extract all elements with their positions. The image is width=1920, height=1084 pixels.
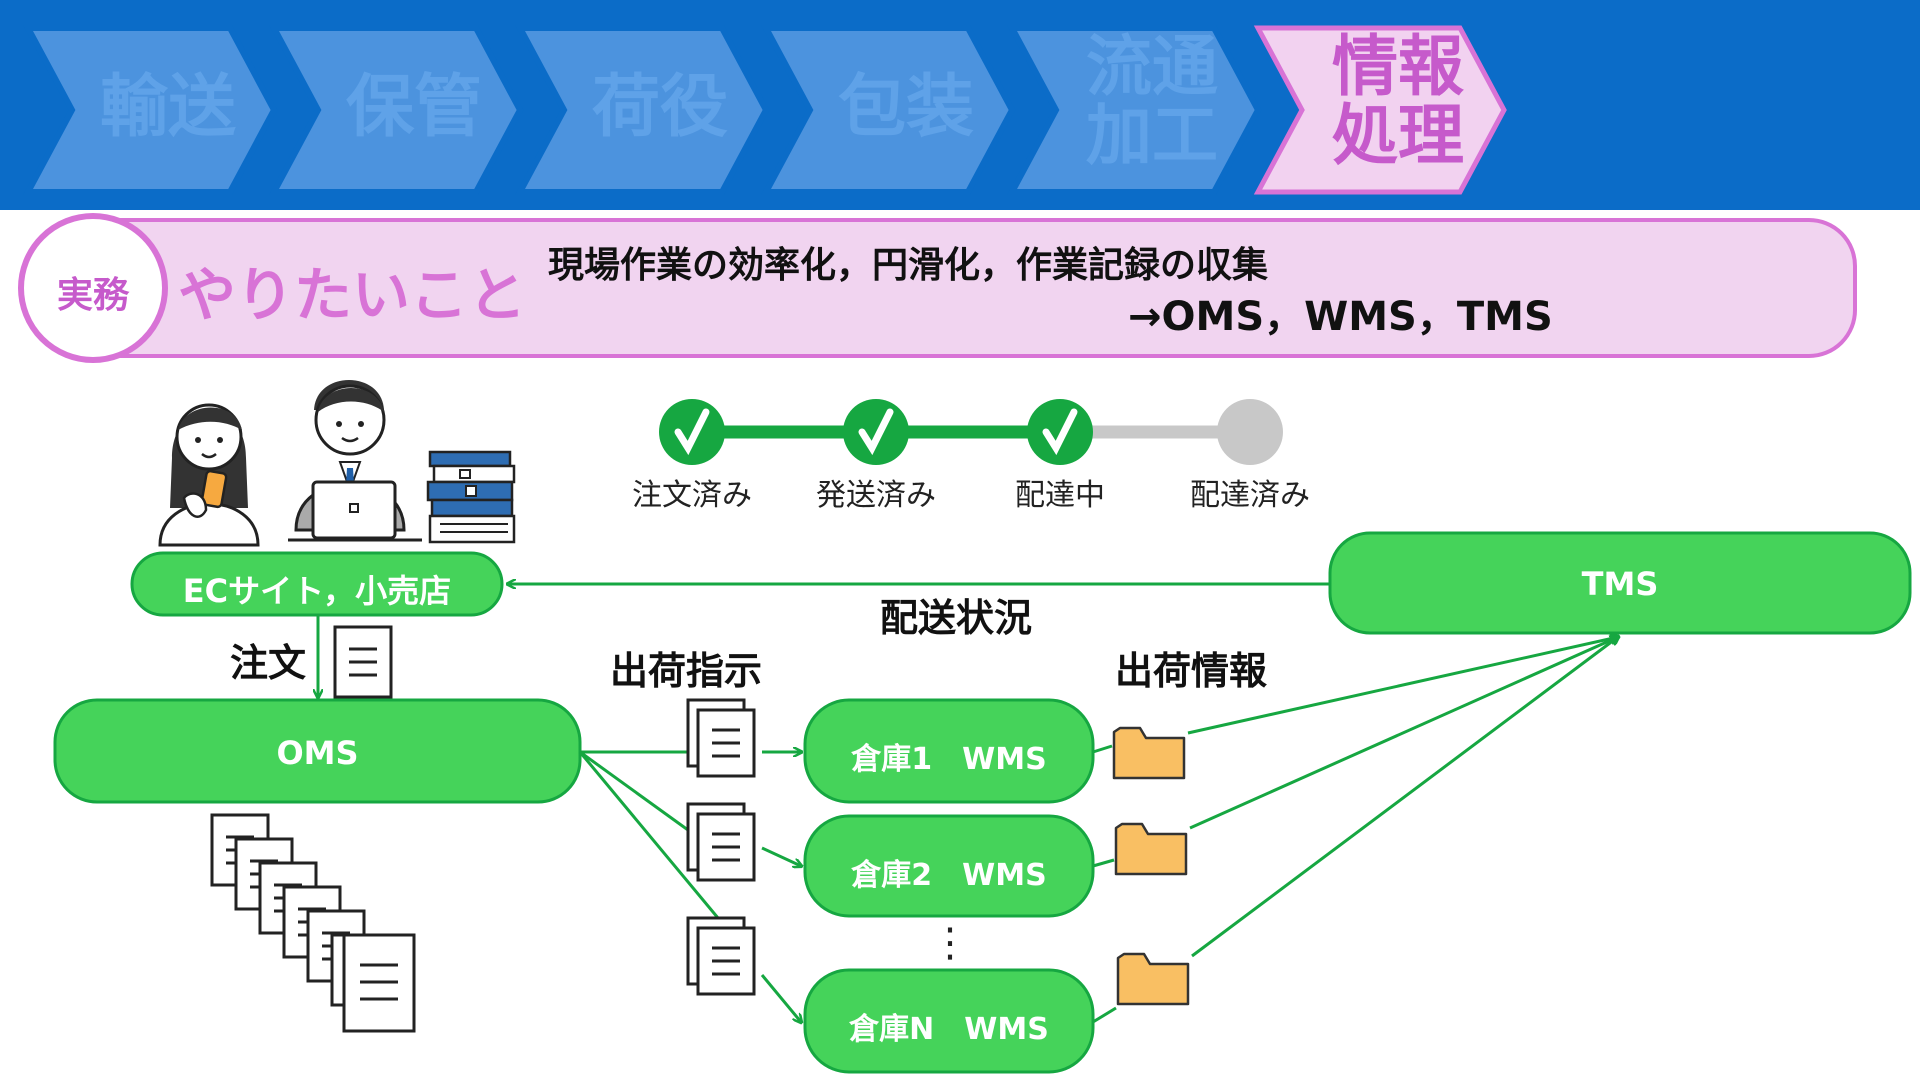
- wms2-to-folder2: [1092, 858, 1115, 868]
- office-worker-with-laptop-icon: [288, 380, 422, 542]
- instruction-document-icon: [686, 698, 756, 778]
- status-label: 発送済み: [816, 478, 936, 513]
- oms-to-doc2: [579, 750, 689, 832]
- wmsn-label: 倉庫N WMS: [849, 1012, 1049, 1047]
- process-step-label: 包装: [837, 68, 974, 147]
- binders-icon: [426, 450, 516, 544]
- badge-circle: [18, 213, 168, 363]
- process-step-chevron: [514, 25, 770, 195]
- process-step-label: 輸送: [99, 68, 236, 147]
- doc3-to-wmsn: [760, 974, 801, 1022]
- instruction-document-icon: [686, 916, 756, 996]
- oms-to-doc3: [578, 751, 720, 919]
- instruction-document-icon: [686, 802, 756, 882]
- folder-icon: [1116, 952, 1190, 1006]
- banner-title: やりたいこと: [178, 261, 527, 329]
- shipping-info-label: 出荷情報: [1115, 649, 1268, 693]
- tms-label: TMS: [1581, 565, 1659, 603]
- document-stack-icon: [210, 813, 416, 1033]
- ec-site-label: ECサイト，小売店: [182, 572, 452, 610]
- status-label: 配達中: [1015, 478, 1105, 513]
- wms1-label: 倉庫1 WMS: [851, 742, 1047, 777]
- folder-icon: [1114, 822, 1188, 876]
- practice-badge: 実務: [56, 275, 129, 316]
- wms1-to-folder1: [1092, 744, 1113, 754]
- order-label: 注文: [230, 641, 307, 685]
- folder1-to-tms: [1187, 637, 1618, 735]
- process-step-chevron: [268, 25, 524, 195]
- folder2-to-tms: [1189, 637, 1618, 830]
- status-dot: [843, 399, 909, 465]
- ellipsis-vertical: ⋮: [930, 920, 970, 966]
- banner-line2: →OMS，WMS，TMS: [1128, 294, 1553, 340]
- wmsn-to-folder3: [1092, 1006, 1117, 1024]
- status-dot: [659, 399, 725, 465]
- status-label: 注文済み: [632, 478, 752, 513]
- process-step-chevron: [1006, 25, 1262, 195]
- shipping-instruction-label: 出荷指示: [610, 649, 763, 693]
- banner-line1: 現場作業の効率化，円滑化，作業記録の収集: [548, 245, 1269, 286]
- status-dot: [1217, 399, 1283, 465]
- status-label: 配達済み: [1190, 478, 1310, 513]
- process-step-chevron: [760, 25, 1016, 195]
- process-step-label: 保管: [345, 68, 482, 147]
- woman-with-phone-icon: [158, 403, 260, 547]
- status-dot: [1027, 399, 1093, 465]
- oms-label: OMS: [276, 734, 359, 772]
- connectors: [318, 584, 1618, 1022]
- check-icon: [858, 408, 894, 456]
- process-step-label: 流通 加工: [1086, 28, 1218, 175]
- order-document-icon: [333, 625, 393, 699]
- doc2-to-wms2: [761, 846, 801, 866]
- folder3-to-tms: [1191, 637, 1618, 958]
- process-step-chevron: [22, 25, 278, 195]
- process-step-label: 荷役: [591, 68, 728, 147]
- folder-icon: [1112, 726, 1186, 780]
- check-icon: [1042, 408, 1078, 456]
- check-icon: [674, 408, 710, 456]
- wms2-label: 倉庫2 WMS: [851, 858, 1047, 893]
- process-step-chevron: [1253, 25, 1507, 195]
- delivery-status-label: 配送状況: [880, 596, 1033, 640]
- process-step-label: 情報 処理: [1332, 28, 1464, 175]
